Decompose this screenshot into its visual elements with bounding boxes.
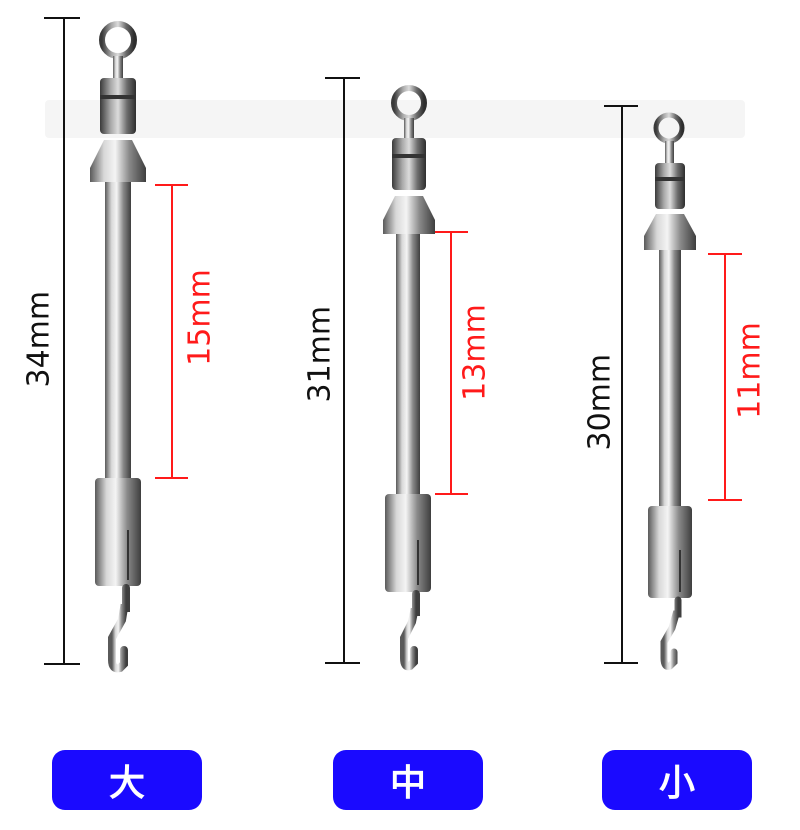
size-medium-button[interactable]: 中: [333, 750, 483, 810]
working-range-label-large: 15mm: [182, 269, 218, 366]
product-small: [604, 105, 742, 670]
swivel-ring: [653, 112, 685, 209]
range-dimension-line: [435, 231, 468, 495]
range-dimension-line: [155, 184, 188, 479]
overall-length-label-large: 34mm: [21, 290, 57, 388]
overall-length-label-medium: 31mm: [302, 305, 338, 403]
product-large: [44, 17, 188, 673]
size-small-button[interactable]: 小: [602, 750, 752, 810]
working-range-label-medium: 13mm: [457, 304, 493, 401]
size-large-button[interactable]: 大: [52, 750, 202, 810]
overall-dimension-line: [325, 77, 360, 664]
product-medium: [325, 77, 468, 671]
overall-dimension-line: [44, 17, 80, 665]
swivel-ring: [99, 21, 137, 134]
overall-length-label-small: 30mm: [582, 353, 618, 451]
range-dimension-line: [708, 253, 742, 501]
working-range-label-small: 11mm: [732, 322, 768, 419]
watermark: [45, 100, 745, 138]
overall-dimension-line: [604, 105, 638, 664]
swivel-ring: [391, 85, 427, 190]
